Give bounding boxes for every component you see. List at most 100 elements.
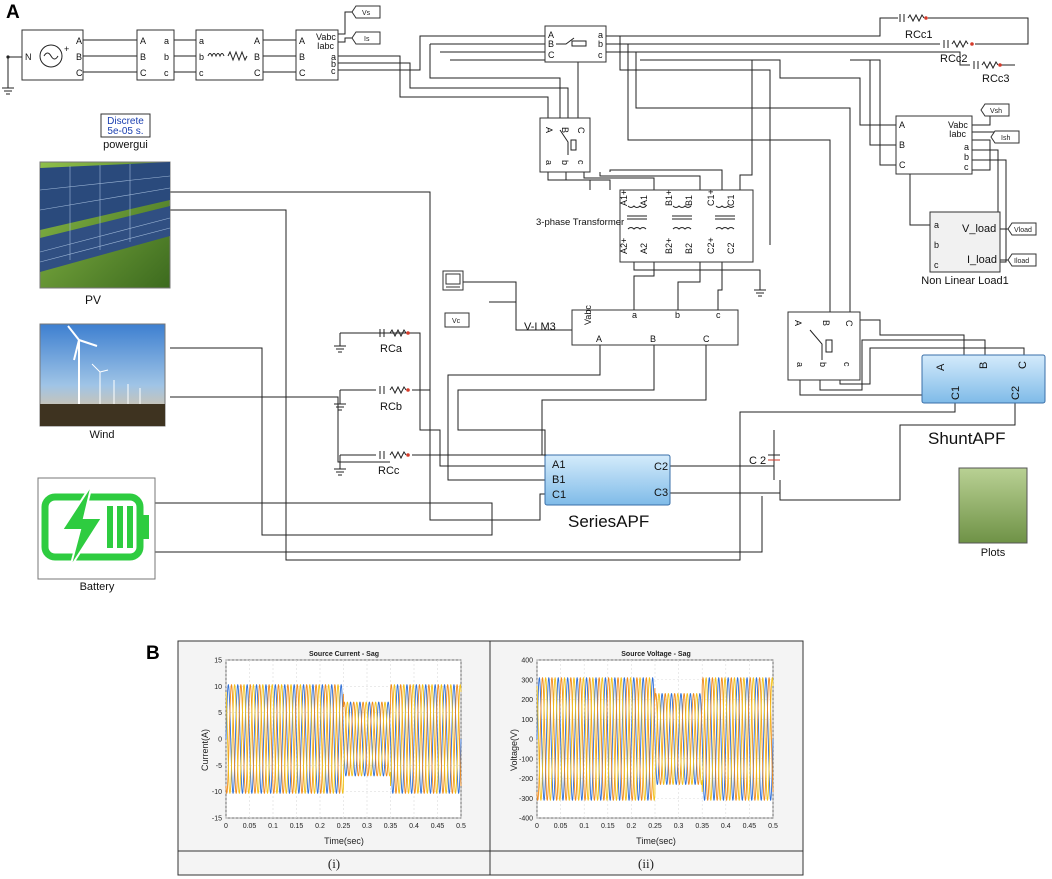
- series-switch-out-b: b: [560, 160, 570, 165]
- series-apf-block[interactable]: A1 B1 C1 C2 C3 SeriesAPF: [544, 454, 671, 531]
- junction-dot: [6, 55, 10, 59]
- three-phase-transformer[interactable]: A1+ A1 B1+ B1 C1+ C1 A2+ A2 B2+ B2 C2+ C…: [536, 189, 754, 263]
- goto-vload-tag[interactable]: Vload: [1007, 222, 1037, 236]
- phase-waveform-2: [536, 676, 774, 802]
- series-apf-out-c2: C2: [654, 461, 668, 473]
- vi-load-in-a: A: [899, 120, 905, 130]
- xfmr-bot-b2plus: B2+: [664, 238, 674, 254]
- series-apf-label: SeriesAPF: [568, 512, 649, 531]
- xfmr-top-b1plus: B1+: [664, 190, 674, 206]
- goto-is-tag[interactable]: Is: [351, 31, 381, 45]
- pv-array-image[interactable]: PV: [39, 161, 171, 307]
- rc-branch-c[interactable]: RCc: [378, 450, 410, 477]
- plots-block[interactable]: Plots: [958, 467, 1028, 559]
- xfmr-top-a1plus: A1+: [619, 190, 629, 206]
- vi-source-in-c: C: [299, 68, 306, 78]
- series-breaker-switch[interactable]: A B C a b c: [539, 117, 591, 173]
- rc-branch-a[interactable]: RCa: [379, 328, 410, 355]
- scope-icon[interactable]: [442, 270, 464, 291]
- shunt-apf-label: ShuntAPF: [928, 429, 1006, 448]
- bypass-in-b: B: [548, 39, 554, 49]
- breaker-in-b: B: [140, 52, 146, 62]
- goto-vsh-tag[interactable]: Vsh: [980, 103, 1010, 117]
- source-voltage-chart: Source Voltage - Sag Time(sec) Voltage(V…: [509, 651, 778, 846]
- chart2-ylabel: Voltage(V): [509, 729, 519, 771]
- bypass-in-c: C: [548, 50, 555, 60]
- shunt-switch-out-b: b: [818, 362, 828, 367]
- goto-vs-label: Vs: [362, 10, 371, 17]
- goto-vc-tag[interactable]: Vc: [444, 312, 470, 328]
- rc-branch-2[interactable]: RCc2: [940, 39, 974, 65]
- vim3-out-a: a: [632, 310, 637, 320]
- goto-ish-label: Ish: [1001, 135, 1010, 142]
- load-vi-meter[interactable]: A B C Vabc Iabc a b c: [895, 115, 973, 175]
- bypass-switch[interactable]: A B C a b c: [544, 25, 607, 63]
- y-tick-label: 15: [214, 658, 222, 665]
- phase-waveform-1: [225, 684, 462, 794]
- series-apf-in-c1: C1: [552, 489, 566, 501]
- shunt-apf-in-a: A: [935, 363, 947, 371]
- rc-left-label-a: RCa: [380, 343, 403, 355]
- transformer-label: 3-phase Transformer: [536, 217, 624, 228]
- xfmr-bot-c2: C2: [726, 242, 736, 254]
- load-v-out: V_load: [962, 223, 996, 235]
- shunt-breaker-switch[interactable]: A B C a b c: [787, 311, 861, 381]
- vim3-in-c: C: [703, 334, 710, 344]
- impedance-in-c: c: [199, 68, 204, 78]
- wind-turbine-image[interactable]: Wind: [39, 323, 166, 441]
- goto-vs-tag[interactable]: Vs: [351, 5, 381, 19]
- rc-left-label-c: RCc: [378, 465, 400, 477]
- line-impedance-block[interactable]: a b c A B C: [195, 29, 264, 81]
- phase-waveform-1: [536, 676, 774, 802]
- three-phase-source[interactable]: N + A B C: [21, 29, 84, 81]
- y-tick-label: 100: [521, 717, 533, 724]
- shunt-apf-block[interactable]: A B C C1 C2 ShuntAPF: [921, 354, 1046, 448]
- series-switch-in-c: C: [576, 127, 586, 134]
- vi-meter-m3[interactable]: Vabc a b c A B C V-I M3: [524, 305, 739, 346]
- goto-is-label: Is: [364, 36, 370, 43]
- x-tick-label: 0.1: [579, 823, 589, 830]
- xfmr-bot-b2: B2: [684, 243, 694, 254]
- dc-link-capacitor[interactable]: C 2: [749, 454, 780, 467]
- shunt-apf-in-c: C: [1017, 361, 1029, 369]
- vi-load-iabc: Iabc: [949, 129, 967, 139]
- impedance-in-a: a: [199, 36, 204, 46]
- rc-branch-3[interactable]: RCc3: [973, 60, 1010, 85]
- vim3-vabc: Vabc: [583, 305, 593, 325]
- rc-branch-1[interactable]: RCc1: [899, 13, 933, 41]
- x-tick-label: 0.5: [456, 823, 466, 830]
- rc-branch-b[interactable]: RCb: [379, 385, 410, 413]
- vim3-label: V-I M3: [524, 321, 556, 333]
- dc-cap-label: C 2: [749, 455, 766, 467]
- non-linear-load[interactable]: a b c V_load I_load Non Linear Load1: [921, 211, 1009, 287]
- x-tick-label: 0.5: [768, 823, 778, 830]
- goto-vload-label: Vload: [1014, 227, 1032, 234]
- panel-label-a: A: [6, 2, 20, 23]
- series-switch-in-a: A: [544, 127, 554, 133]
- vi-source-vabc: Vabc: [316, 32, 336, 42]
- x-tick-label: 0.25: [337, 823, 351, 830]
- battery-image[interactable]: Battery: [37, 477, 156, 593]
- pv-label: PV: [85, 293, 101, 307]
- load-pin-c: c: [934, 260, 939, 270]
- powergui-block[interactable]: Discrete 5e-05 s. powergui: [100, 113, 151, 151]
- load-i-out: I_load: [967, 254, 997, 266]
- source-vi-meter[interactable]: A B C Vabc Iabc a b c: [295, 29, 339, 81]
- x-tick-label: 0.2: [627, 823, 637, 830]
- shunt-switch-in-a: A: [793, 320, 803, 326]
- bypass-out-c: c: [598, 50, 603, 60]
- source-pin-a: A: [76, 36, 82, 46]
- series-apf-in-a1: A1: [552, 459, 565, 471]
- x-tick-label: 0.2: [315, 823, 325, 830]
- vi-source-in-a: A: [299, 36, 305, 46]
- vi-source-out-a: a: [331, 52, 336, 62]
- vim3-out-c: c: [716, 310, 721, 320]
- breaker-out-a: a: [164, 36, 169, 46]
- breaker-out-b: b: [164, 52, 169, 62]
- goto-ish-tag[interactable]: Ish: [990, 130, 1020, 144]
- breaker-in-a: A: [140, 36, 146, 46]
- x-tick-label: 0.35: [384, 823, 398, 830]
- y-tick-label: -300: [519, 796, 533, 803]
- three-phase-breaker[interactable]: A B C a b c: [136, 29, 175, 81]
- goto-iload-tag[interactable]: Iload: [1007, 253, 1037, 267]
